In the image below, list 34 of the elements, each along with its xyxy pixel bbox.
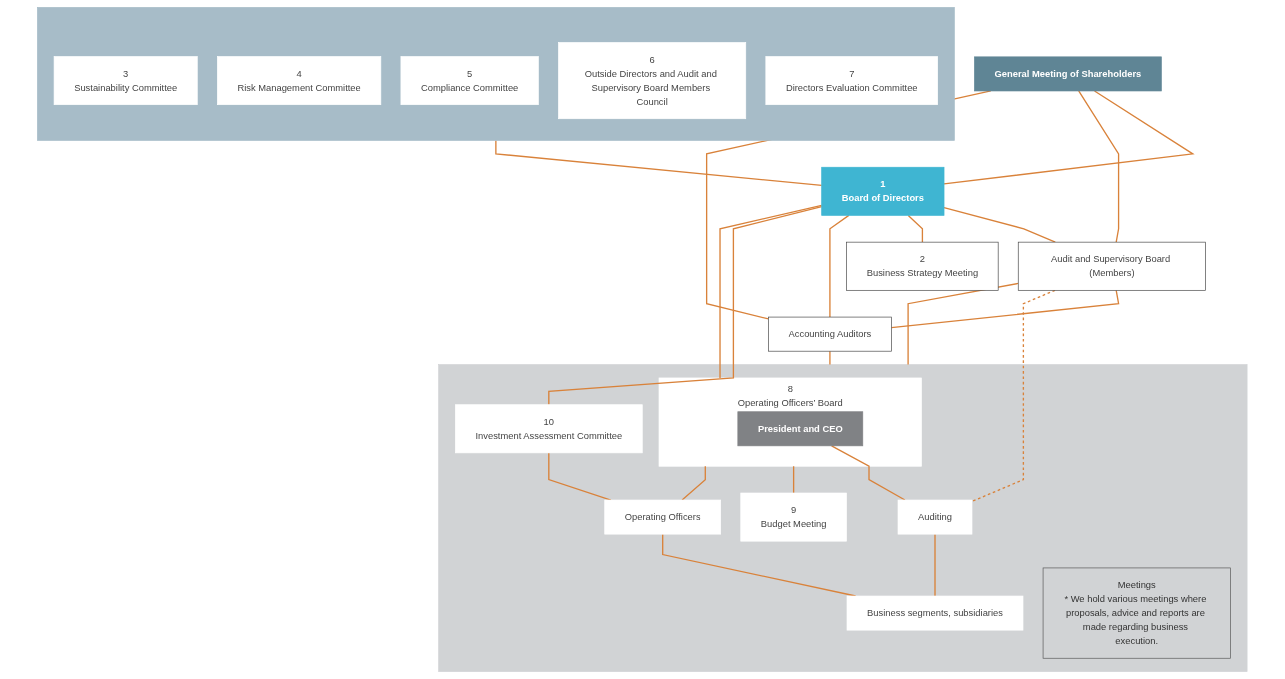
connector [943,90,1195,185]
node-box: President and CEO [737,411,864,447]
node-box: 1 Board of Directors [821,166,945,216]
connector [943,206,1057,243]
cluster [438,364,1248,672]
connector [890,289,1120,329]
node-box: 6 Outside Directors and Audit and Supervisory Board Members Council [558,42,747,120]
node-box: 7 Directors Evaluation Committee [765,56,939,106]
connector [1078,90,1120,243]
connector [548,206,823,406]
node-box: 9 Budget Meeting [740,492,848,542]
connector [793,465,795,494]
cluster [37,7,955,141]
connector [495,139,823,187]
connector [934,533,936,597]
node-box: Operating Officers [604,499,722,535]
node-box: 5 Compliance Committee [400,56,539,106]
node-box: Accounting Auditors [768,316,892,352]
connector [829,350,831,366]
node-box: Meetings * We hold various meetings where proposals, advice and reports are made regarding business execution. [1043,567,1231,659]
node-box: Business segments, subsidiaries [846,595,1024,631]
node-box: 2 Business Strategy Meeting [846,241,999,291]
connector [907,214,924,243]
node-box: 4 Risk Management Committee [217,56,382,106]
connector [907,282,1020,366]
node-box: Auditing [897,499,973,535]
node-box: General Meeting of Shareholders [974,56,1162,92]
node-box: 3 Sustainability Committee [54,56,198,106]
node-box: 10 Investment Assessment Committee [455,404,643,454]
connector [681,465,707,501]
connector [719,204,823,379]
node-box: Audit and Supervisory Board (Members) [1018,241,1207,291]
connector [829,214,850,318]
connector [831,445,906,501]
